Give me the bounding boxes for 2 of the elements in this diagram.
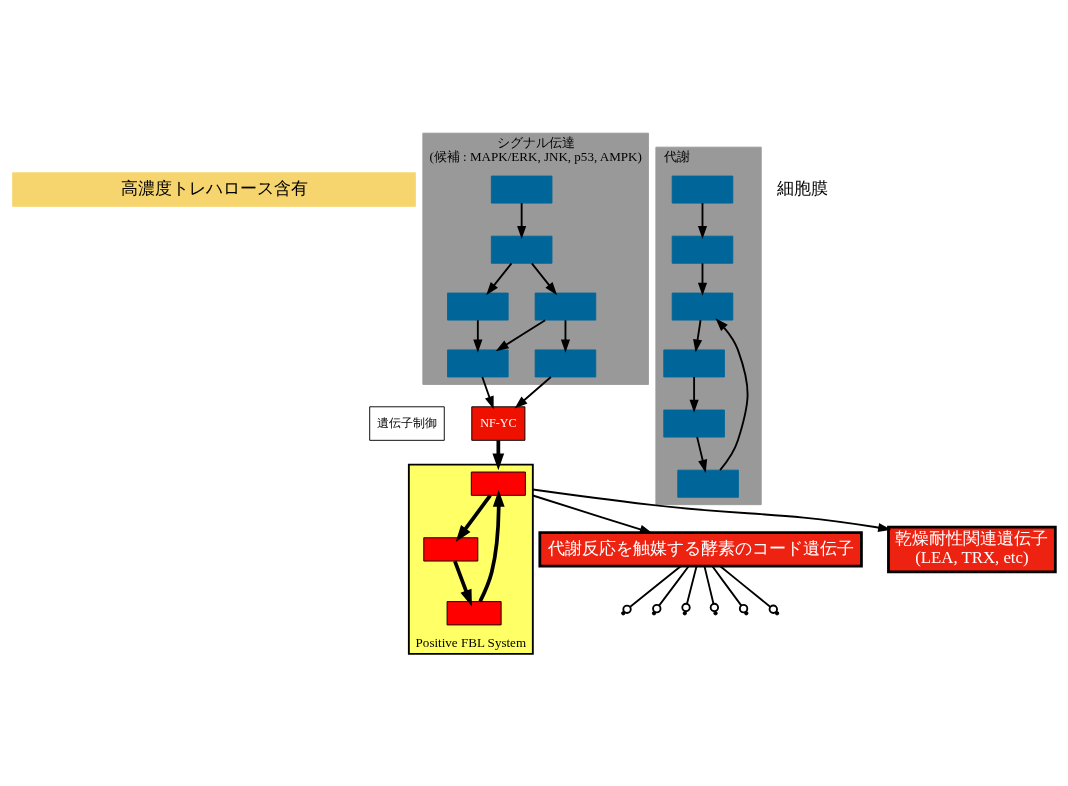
node-label: 遺伝子制御 bbox=[376, 415, 437, 430]
label: 細胞膜 bbox=[776, 178, 828, 198]
